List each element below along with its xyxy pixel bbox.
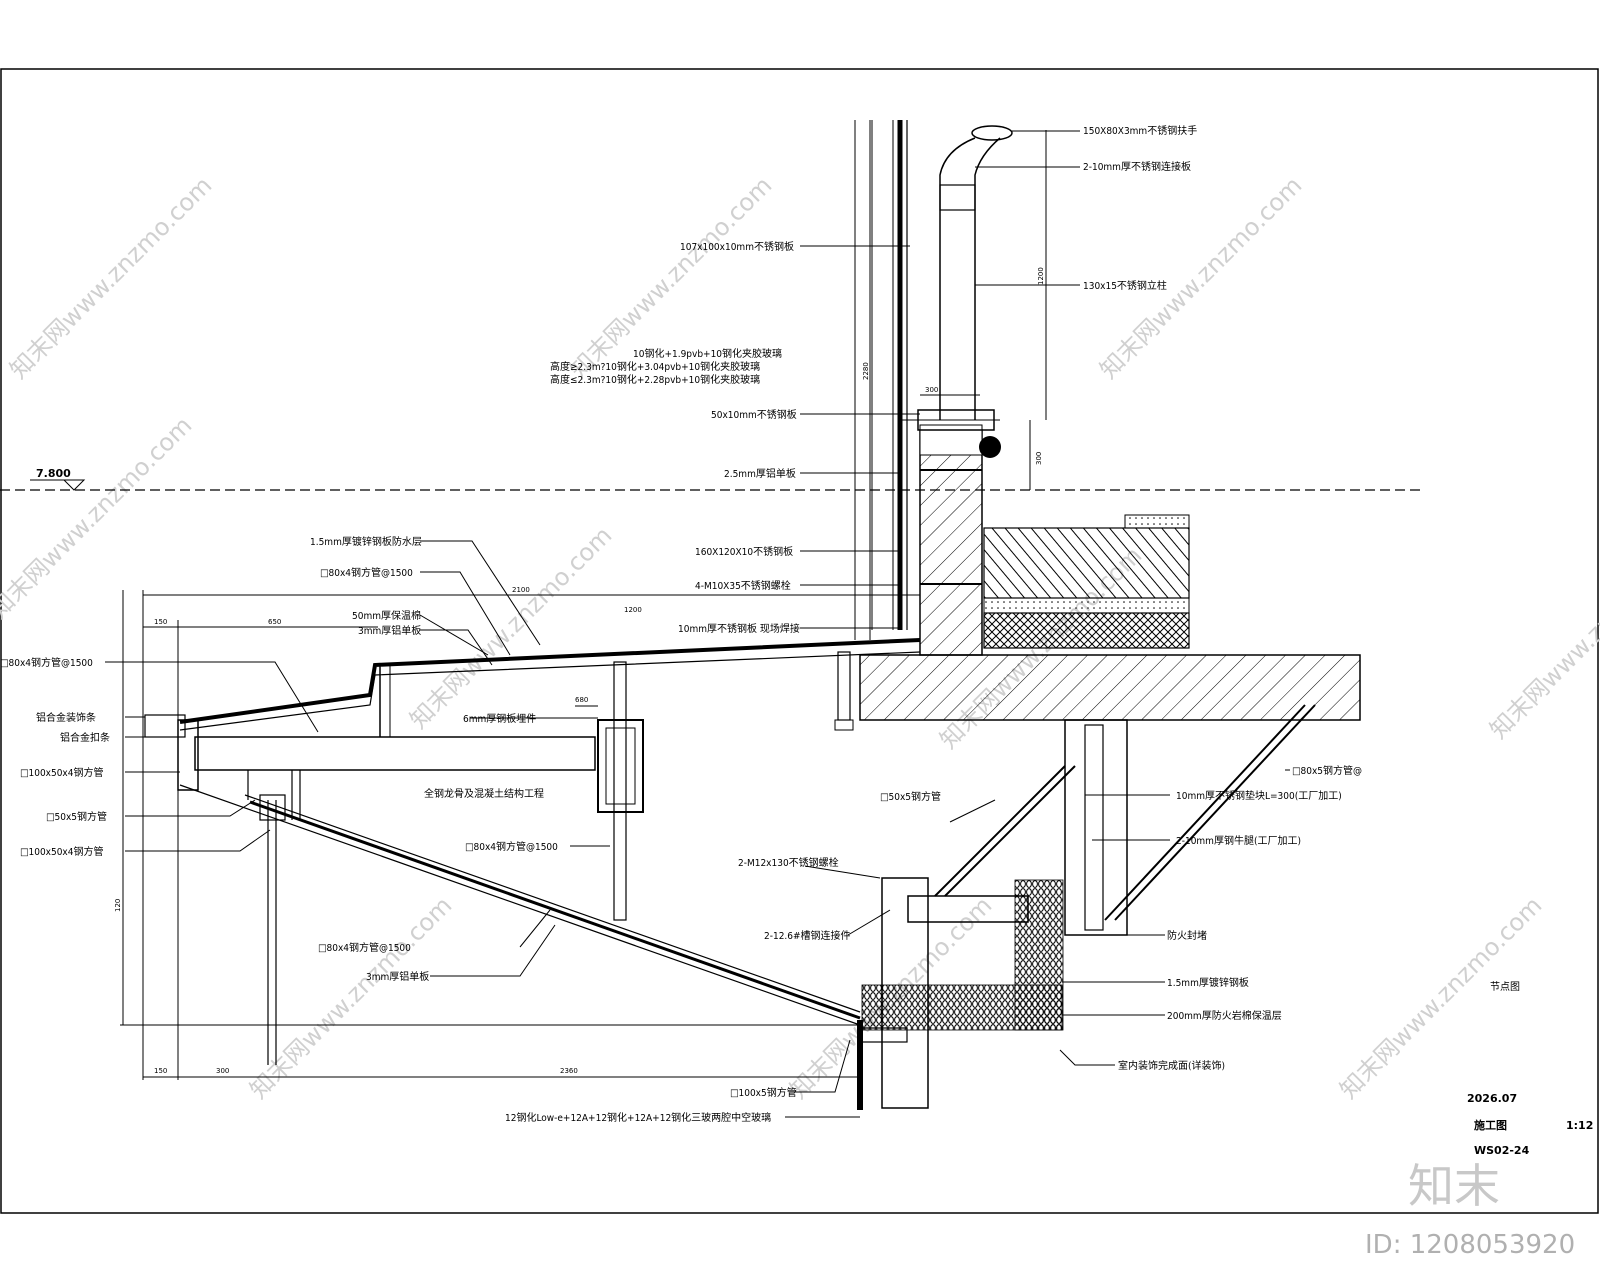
watermark-text: 知末网www.znzmo.com <box>1484 531 1600 744</box>
lower-wall <box>857 704 1316 1110</box>
callout-label: 节点图 <box>1490 981 1520 993</box>
leaders-left <box>105 245 996 1118</box>
leaders-right <box>975 130 1290 1066</box>
callout-label: 2-10mm厚不锈钢连接板 <box>1083 160 1191 173</box>
callout-label: 4-M10X35不锈钢螺栓 <box>695 579 791 592</box>
callout-label: 10钢化+1.9pvb+10钢化夹胶玻璃 <box>633 347 782 360</box>
callout-label: 3mm厚铝单板 <box>366 970 429 983</box>
dim-text: 300 <box>925 386 938 394</box>
callout-label: 铝合金扣条 <box>60 731 110 744</box>
dim-text: 300 <box>216 1067 229 1075</box>
labels-right: 150X80X3mm不锈钢扶手 2-10mm厚不锈钢连接板 130x15不锈钢立… <box>1083 124 1520 1072</box>
callout-label: 全钢龙骨及混凝土结构工程 <box>424 787 544 800</box>
callout-label: 50mm厚保温棉 <box>352 609 421 622</box>
dim-text: 2100 <box>512 586 530 594</box>
callout-label: 160X120X10不锈钢板 <box>695 545 793 558</box>
callout-label: 高度≤2.3m?10钢化+2.28pvb+10钢化夹胶玻璃 <box>550 373 760 386</box>
callout-label: □80x4钢方管@1500 <box>0 656 93 669</box>
watermark-logo: 知末 <box>1408 1159 1500 1213</box>
drawing-frame <box>0 68 1599 1214</box>
drawing-date: 2026.07 <box>1467 1092 1517 1105</box>
callout-label: 10mm厚不锈钢板 现场焊接 <box>678 622 800 635</box>
callout-label: 6mm厚钢板埋件 <box>463 712 536 725</box>
callout-label: □80x4钢方管@1500 <box>318 941 411 954</box>
dim-text: 2280 <box>862 362 870 380</box>
callout-label: 室内装饰完成面(详装饰) <box>1118 1059 1225 1072</box>
callout-label: 铝合金装饰条 <box>36 711 96 724</box>
callout-label: 防火封堵 <box>1167 929 1207 942</box>
callout-label: □50x5钢方管 <box>46 810 107 823</box>
drawing-scale: 1:12 <box>1566 1119 1593 1132</box>
elevation-label: 7.800 <box>36 467 71 480</box>
callout-label: 3mm厚铝单板 <box>358 624 421 637</box>
watermark-text: 知末网www.znzmo.com <box>0 411 197 624</box>
dimension-lines: 150 650 2100 1200 150 300 2360 300 680 2… <box>114 120 1047 1080</box>
watermark-text: 知末网www.znzmo.com <box>4 171 217 384</box>
callout-label: 1.5mm厚镀锌钢板 <box>1167 976 1249 989</box>
concrete-slab <box>859 424 1361 721</box>
callout-label: 10mm厚不锈钢垫块L=300(工厂加工) <box>1176 789 1342 802</box>
callout-label: 200mm厚防火岩棉保温层 <box>1167 1009 1282 1022</box>
dim-text: 300 <box>1035 452 1043 465</box>
watermark-text: 知末网www.znzmo.com <box>1094 171 1307 384</box>
callout-label: 2-12.6#槽钢连接件 <box>764 929 851 942</box>
callout-label: 2-10mm厚钢牛腿(工厂加工) <box>1176 834 1301 847</box>
dim-text: 650 <box>268 618 281 626</box>
callout-label: 107x100x10mm不锈钢板 <box>680 240 794 253</box>
watermark-text: 知末网www.znzmo.com <box>1334 891 1547 1104</box>
dim-text: 2360 <box>560 1067 578 1075</box>
callout-label: 130x15不锈钢立柱 <box>1083 279 1167 292</box>
callout-label: 1.5mm厚镀锌钢板防水层 <box>310 535 422 548</box>
callout-label: 2-M12x130不锈钢螺栓 <box>738 856 839 869</box>
watermark-layer: 知末网www.znzmo.com 知末网www.znzmo.com 知末网www… <box>0 171 1600 1104</box>
callout-label: 2.5mm厚铝单板 <box>724 467 796 480</box>
dim-text: 1200 <box>1037 267 1045 285</box>
title-block: 2026.07 施工图 1:12 WS02-24 <box>1467 1092 1593 1157</box>
callout-label: □100x50x4钢方管 <box>20 845 103 858</box>
callout-label: □50x5钢方管 <box>880 790 941 803</box>
callout-label: 高度≥2.3m?10钢化+3.04pvb+10钢化夹胶玻璃 <box>550 360 760 373</box>
callout-label: 12钢化Low-e+12A+12钢化+12A+12钢化三玻两腔中空玻璃 <box>505 1111 771 1124</box>
callout-label: □80x4钢方管@1500 <box>465 840 558 853</box>
callout-label: □80x5钢方管@ <box>1292 764 1362 777</box>
dim-text: 150 <box>154 1067 167 1075</box>
callout-label: 50x10mm不锈钢板 <box>711 408 797 421</box>
dim-text: 680 <box>575 696 588 704</box>
dim-text: 120 <box>114 899 122 912</box>
glass-railing <box>871 120 1013 630</box>
callout-label: □100x5钢方管 <box>730 1086 797 1099</box>
canopy-roof <box>144 638 921 921</box>
drawing-type: 施工图 <box>1474 1118 1507 1132</box>
callout-label: 150X80X3mm不锈钢扶手 <box>1083 124 1197 137</box>
watermark-id: ID: 1208053920 <box>1365 1230 1575 1260</box>
floor-buildup <box>983 514 1190 649</box>
drawing-code: WS02-24 <box>1474 1144 1530 1157</box>
callout-label: □80x4钢方管@1500 <box>320 566 413 579</box>
elevation-marker <box>62 479 86 491</box>
labels-left: 107x100x10mm不锈钢板 10钢化+1.9pvb+10钢化夹胶玻璃 高度… <box>0 240 941 1124</box>
sloped-soffit <box>179 770 861 1065</box>
dim-text: 1200 <box>624 606 642 614</box>
dim-text: 150 <box>154 618 167 626</box>
callout-label: □100x50x4钢方管 <box>20 766 103 779</box>
